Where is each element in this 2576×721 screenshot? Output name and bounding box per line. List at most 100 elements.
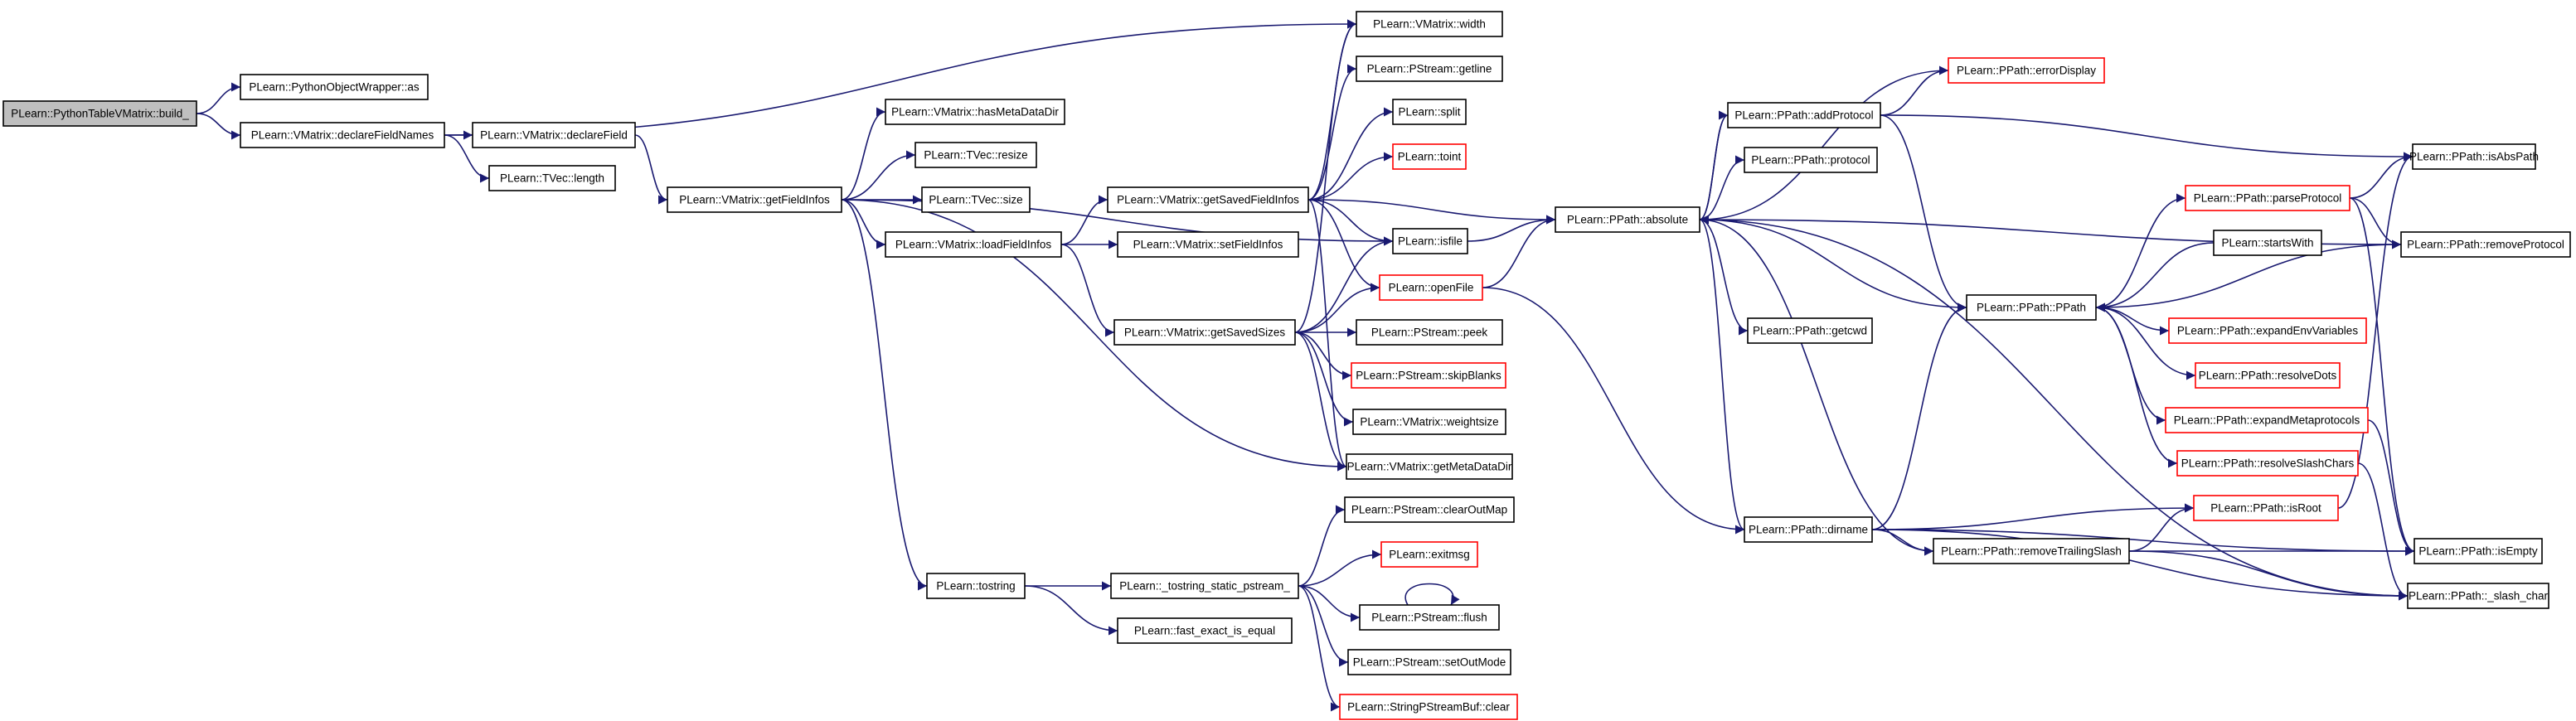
node-open-file[interactable]: PLearn::openFile bbox=[1379, 274, 1483, 301]
node-box bbox=[2, 100, 197, 127]
node-box bbox=[488, 165, 616, 191]
node-tvec-length[interactable]: PLearn::TVec::length bbox=[488, 165, 616, 191]
edge-tostring-static-to-spsb-clear bbox=[1298, 585, 1341, 712]
node-slash-char[interactable]: PLearn::PPath::_slash_char bbox=[2407, 583, 2549, 609]
node-label: PLearn::StringPStreamBuf::clear bbox=[1347, 701, 1510, 714]
node-box bbox=[1392, 99, 1467, 125]
node-get-saved-field-infos[interactable]: PLearn::VMatrix::getSavedFieldInfos bbox=[1107, 186, 1309, 213]
node-peek[interactable]: PLearn::PStream::peek bbox=[1356, 319, 1503, 346]
node-box bbox=[1356, 319, 1503, 346]
node-box bbox=[1117, 231, 1299, 258]
edge-ppath-ctor-to-parse-protocol bbox=[2095, 193, 2186, 308]
node-parse-protocol[interactable]: PLearn::PPath::parseProtocol bbox=[2185, 185, 2350, 211]
node-get-field-infos[interactable]: PLearn::VMatrix::getFieldInfos bbox=[667, 186, 842, 213]
node-get-saved-sizes[interactable]: PLearn::VMatrix::getSavedSizes bbox=[1113, 319, 1296, 346]
node-label: PLearn::PPath::expandEnvVariables bbox=[2177, 325, 2358, 337]
node-is-abs-path[interactable]: PLearn::PPath::isAbsPath bbox=[2409, 143, 2539, 170]
node-pow-as[interactable]: PLearn::PythonObjectWrapper::as bbox=[240, 74, 429, 100]
node-fast-exact[interactable]: PLearn::fast_exact_is_equal bbox=[1117, 617, 1293, 644]
edge-ppath-ctor-to-resolve-slash-chars bbox=[2095, 307, 2178, 468]
node-box bbox=[1392, 228, 1468, 254]
node-resolve-slash-chars[interactable]: PLearn::PPath::resolveSlashChars bbox=[2176, 450, 2359, 477]
edge-add-protocol-to-error-display bbox=[1880, 65, 1949, 116]
node-label: PLearn::openFile bbox=[1389, 282, 1474, 294]
node-label: PLearn::PPath::expandMetaprotocols bbox=[2174, 414, 2360, 427]
node-tostring-static[interactable]: PLearn::_tostring_static_pstream_ bbox=[1110, 573, 1299, 599]
node-protocol[interactable]: PLearn::PPath::protocol bbox=[1744, 147, 1878, 173]
edge-get-saved-field-infos-to-getline bbox=[1307, 64, 1357, 201]
edge-is-root-to-is-abs-path bbox=[2337, 152, 2413, 509]
edge-get-saved-field-infos-to-get-meta-data-dir bbox=[1307, 199, 1347, 472]
node-toint[interactable]: PLearn::toint bbox=[1392, 143, 1467, 170]
node-declare-field-names[interactable]: PLearn::VMatrix::declareFieldNames bbox=[240, 122, 445, 148]
edge-dirname-to-is-root bbox=[1871, 503, 2195, 530]
edge-add-protocol-to-is-abs-path bbox=[1880, 114, 2413, 162]
node-tostring[interactable]: PLearn::tostring bbox=[926, 573, 1026, 599]
node-label: PLearn::PPath::isEmpty bbox=[2418, 545, 2538, 558]
node-label: PLearn::PPath::dirname bbox=[1749, 524, 1868, 536]
node-remove-trailing-slash[interactable]: PLearn::PPath::removeTrailingSlash bbox=[1933, 538, 2130, 564]
edge-get-field-infos-to-tostring bbox=[841, 199, 928, 591]
node-weightsize[interactable]: PLearn::VMatrix::weightsize bbox=[1352, 409, 1506, 435]
node-build[interactable]: PLearn::PythonTableVMatrix::build_ bbox=[2, 100, 197, 127]
node-starts-with[interactable]: PLearn::startsWith bbox=[2213, 230, 2322, 256]
node-skip-blanks[interactable]: PLearn::PStream::skipBlanks bbox=[1351, 362, 1506, 389]
node-is-root[interactable]: PLearn::PPath::isRoot bbox=[2193, 495, 2339, 521]
node-label: PLearn::PPath::isAbsPath bbox=[2409, 151, 2539, 163]
edge-open-file-to-absolute bbox=[1482, 215, 1556, 288]
node-box bbox=[1113, 319, 1296, 346]
node-dirname[interactable]: PLearn::PPath::dirname bbox=[1744, 516, 1873, 543]
node-isfile[interactable]: PLearn::isfile bbox=[1392, 228, 1468, 254]
node-resolve-dots[interactable]: PLearn::PPath::resolveDots bbox=[2195, 362, 2341, 389]
node-error-display[interactable]: PLearn::PPath::errorDisplay bbox=[1948, 57, 2105, 84]
edge-get-field-infos-to-load-field-infos bbox=[841, 199, 886, 249]
node-ppath-ctor[interactable]: PLearn::PPath::PPath bbox=[1966, 294, 2097, 321]
node-label: PLearn::PStream::skipBlanks bbox=[1356, 370, 1501, 382]
node-clear-out-map[interactable]: PLearn::PStream::clearOutMap bbox=[1344, 496, 1515, 523]
node-label: PLearn::VMatrix::weightsize bbox=[1360, 416, 1498, 428]
node-remove-protocol[interactable]: PLearn::PPath::removeProtocol bbox=[2400, 231, 2571, 258]
node-box bbox=[914, 142, 1037, 168]
node-exitmsg[interactable]: PLearn::exitmsg bbox=[1380, 541, 1478, 568]
node-box bbox=[1347, 649, 1511, 675]
edge-get-saved-sizes-to-open-file bbox=[1294, 283, 1380, 333]
node-split[interactable]: PLearn::split bbox=[1392, 99, 1467, 125]
node-flush[interactable]: PLearn::PStream::flush bbox=[1359, 604, 1500, 631]
node-label: PLearn::PPath::protocol bbox=[1751, 154, 1870, 167]
node-expand-env-variables[interactable]: PLearn::PPath::expandEnvVariables bbox=[2168, 317, 2367, 344]
node-label: PLearn::PPath::resolveDots bbox=[2199, 370, 2337, 382]
node-get-meta-data-dir[interactable]: PLearn::VMatrix::getMetaDataDir bbox=[1346, 453, 1513, 480]
edge-tostring-static-to-flush bbox=[1298, 585, 1361, 622]
edge-remove-trailing-slash-to-slash-char bbox=[2128, 550, 2409, 601]
edge-parse-protocol-to-is-abs-path bbox=[2349, 152, 2413, 199]
edge-tostring-static-to-clear-out-map bbox=[1298, 505, 1346, 587]
edge-absolute-to-ppath-ctor bbox=[1699, 219, 1967, 312]
node-has-meta-data-dir[interactable]: PLearn::VMatrix::hasMetaDataDir bbox=[885, 99, 1065, 125]
node-tvec-resize[interactable]: PLearn::TVec::resize bbox=[914, 142, 1037, 168]
node-spsb-clear[interactable]: PLearn::StringPStreamBuf::clear bbox=[1339, 694, 1518, 720]
node-tvec-size[interactable]: PLearn::TVec::size bbox=[921, 186, 1031, 213]
node-label: PLearn::PPath::addProtocol bbox=[1734, 109, 1873, 122]
node-box bbox=[240, 122, 445, 148]
node-box bbox=[926, 573, 1026, 599]
node-box bbox=[1392, 143, 1467, 170]
node-load-field-infos[interactable]: PLearn::VMatrix::loadFieldInfos bbox=[885, 231, 1062, 258]
edge-get-field-infos-to-has-meta-data-dir bbox=[841, 107, 886, 201]
node-label: PLearn::split bbox=[1398, 106, 1460, 119]
node-getcwd[interactable]: PLearn::PPath::getcwd bbox=[1747, 317, 1873, 344]
node-label: PLearn::TVec::length bbox=[500, 172, 604, 185]
node-add-protocol[interactable]: PLearn::PPath::addProtocol bbox=[1727, 102, 1881, 128]
node-set-out-mode[interactable]: PLearn::PStream::setOutMode bbox=[1347, 649, 1511, 675]
node-expand-metaprotocols[interactable]: PLearn::PPath::expandMetaprotocols bbox=[2165, 407, 2369, 433]
edge-parse-protocol-to-remove-protocol bbox=[2349, 197, 2402, 249]
node-declare-field[interactable]: PLearn::VMatrix::declareField bbox=[472, 122, 636, 148]
node-getline[interactable]: PLearn::PStream::getline bbox=[1356, 56, 1503, 82]
node-set-field-infos[interactable]: PLearn::VMatrix::setFieldInfos bbox=[1117, 231, 1299, 258]
node-vm-width[interactable]: PLearn::VMatrix::width bbox=[1356, 11, 1503, 37]
node-box bbox=[1379, 274, 1483, 301]
node-box bbox=[1744, 147, 1878, 173]
node-box bbox=[1356, 11, 1503, 37]
node-is-empty[interactable]: PLearn::PPath::isEmpty bbox=[2413, 538, 2543, 564]
node-absolute[interactable]: PLearn::PPath::absolute bbox=[1555, 206, 1700, 233]
node-box bbox=[1555, 206, 1700, 233]
